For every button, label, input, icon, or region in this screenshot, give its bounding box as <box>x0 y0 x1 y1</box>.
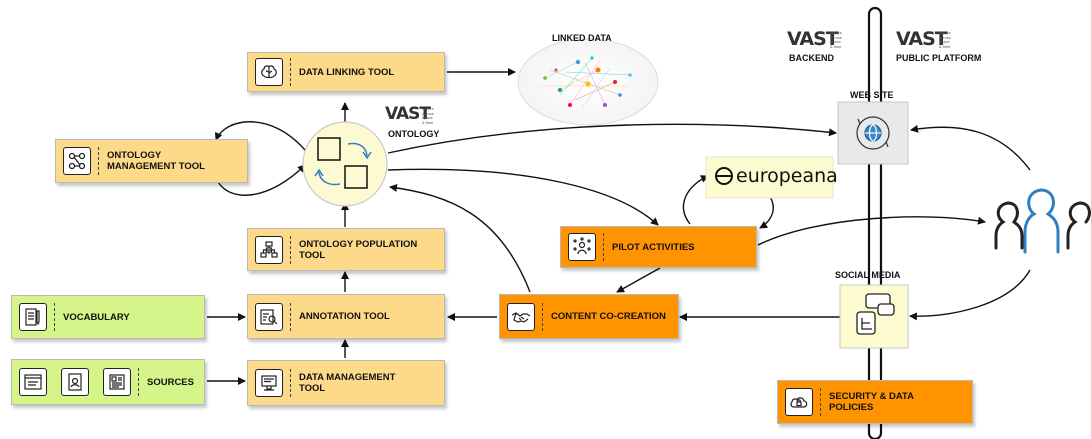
web-site-label: WEB SITE <box>850 90 894 100</box>
arrow-users-to-social-media <box>909 269 1031 321</box>
vast-tagline-backend: values across space & time <box>830 30 842 49</box>
arrow-pilot-to-co-creation <box>616 267 661 293</box>
public-platform-label: PUBLIC PLATFORM <box>896 53 982 63</box>
vast-logo-public: VAST <box>896 28 948 50</box>
linked-data-label: LINKED DATA <box>552 33 612 43</box>
network-icon <box>255 235 283 264</box>
sources-box[interactable]: SOURCES <box>11 359 205 405</box>
europeana-node[interactable] <box>705 156 834 199</box>
id-card-icon <box>61 368 89 396</box>
arrow-ontology-to-web-site <box>387 123 837 154</box>
arrow-pilot-to-users <box>757 216 986 246</box>
linked-data-cloud <box>517 38 659 126</box>
content-co-creation-label: CONTENT CO-CREATION <box>551 311 666 322</box>
web-site-node[interactable] <box>837 101 909 165</box>
data-linking-tool-box[interactable]: DATA LINKING TOOL <box>247 52 445 92</box>
data-linking-tool-label: DATA LINKING TOOL <box>299 66 395 78</box>
europeana-wordmark: europeana <box>736 165 838 187</box>
security-data-policies-box[interactable]: SECURITY & DATA POLICIES <box>777 380 973 424</box>
handshake-icon <box>507 302 535 331</box>
arrow-europeana-to-pilot <box>759 196 774 229</box>
vast-tagline-public: values across space & time <box>939 30 951 49</box>
arrow-users-to-web-site <box>910 124 1031 171</box>
ontology-population-tool-box[interactable]: ONTOLOGY POPULATION TOOL <box>247 228 445 271</box>
cloud-lock-icon <box>785 388 813 416</box>
users-icon <box>994 188 1091 254</box>
ontology-node[interactable] <box>302 121 388 207</box>
vocabulary-box[interactable]: VOCABULARY <box>11 295 205 339</box>
platform-divider <box>867 6 883 439</box>
ontology-management-tool-label: ONTOLOGY MANAGEMENT TOOL <box>107 150 205 172</box>
annotation-tool-box[interactable]: ANNOTATION TOOL <box>247 294 445 339</box>
pilot-activities-label: PILOT ACTIVITIES <box>612 241 695 253</box>
document-search-icon <box>255 302 283 331</box>
sources-label: SOURCES <box>147 376 194 388</box>
pilot-activities-box[interactable]: PILOT ACTIVITIES <box>560 226 757 268</box>
ontology-population-tool-label: ONTOLOGY POPULATION TOOL <box>299 238 418 261</box>
connectors <box>207 68 1031 385</box>
vocabulary-label: VOCABULARY <box>63 311 130 323</box>
security-data-policies-label: SECURITY & DATA POLICIES <box>829 391 914 413</box>
arrow-co-creation-to-ontology <box>389 183 531 293</box>
graph-nodes-icon <box>63 147 91 175</box>
notebook-pencil-icon <box>19 303 47 331</box>
arrow-pilot-to-europeana <box>682 175 709 225</box>
ontology-label: ONTOLOGY <box>388 129 440 139</box>
vast-logo-backend: VAST <box>787 28 839 50</box>
collaboration-icon <box>568 233 596 261</box>
social-media-chat-icon <box>856 293 895 335</box>
annotation-tool-label: ANNOTATION TOOL <box>299 311 390 322</box>
vast-logo-ontology: VAST <box>385 104 431 124</box>
arrow-ontology-to-management <box>214 121 306 151</box>
data-management-tool-label: DATA MANAGEMENT TOOL <box>299 372 396 394</box>
data-management-tool-box[interactable]: DATA MANAGEMENT TOOL <box>247 360 445 406</box>
ontology-cycle-icon <box>314 137 372 189</box>
newspaper-icon <box>103 368 131 396</box>
arrow-ontology-to-pilot <box>387 168 659 226</box>
arrow-management-to-ontology <box>215 164 306 196</box>
vast-tagline-ontology: values across space & time <box>422 106 434 125</box>
browser-window-icon <box>19 368 47 396</box>
backend-label: BACKEND <box>789 53 834 63</box>
ontology-management-tool-box[interactable]: ONTOLOGY MANAGEMENT TOOL <box>55 139 248 183</box>
network-icon <box>540 57 631 109</box>
brain-icon <box>255 58 283 86</box>
globe-refresh-icon <box>856 116 890 150</box>
computer-icon <box>255 369 283 397</box>
social-media-label: SOCIAL MEDIA <box>835 270 901 280</box>
social-media-node[interactable] <box>839 284 909 349</box>
europeana-logo-icon <box>715 167 733 185</box>
content-co-creation-box[interactable]: CONTENT CO-CREATION <box>499 294 679 339</box>
